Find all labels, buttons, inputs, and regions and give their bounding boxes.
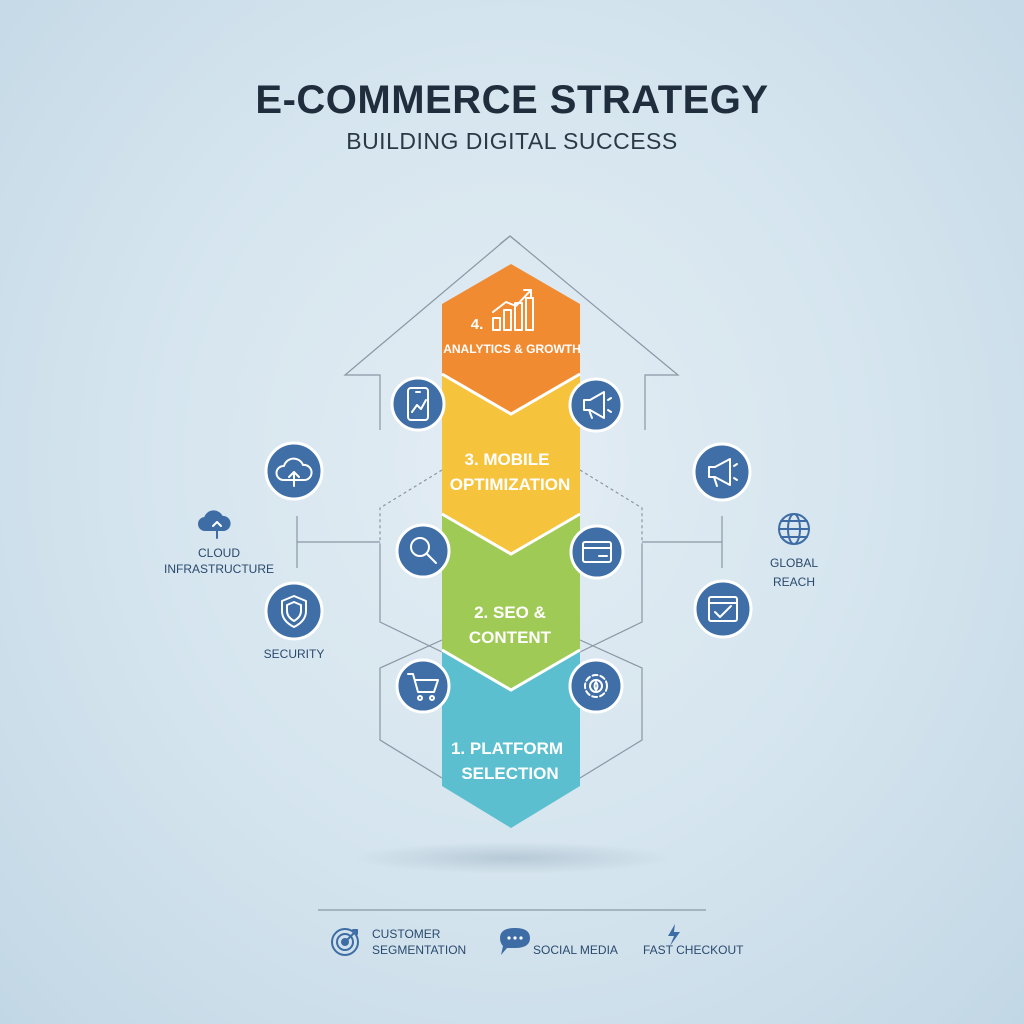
frame-middle-right <box>579 545 643 653</box>
megaphone-marketing-icon <box>692 442 752 502</box>
checklist-window-icon <box>693 579 753 639</box>
page-title: E-COMMERCE STRATEGY <box>255 78 769 122</box>
cloud-label-line2: INFRASTRUCTURE <box>164 562 274 576</box>
stage-2-line2: CONTENT <box>469 628 552 647</box>
global-reach-line1: GLOBAL <box>770 556 818 570</box>
credit-card-icon <box>569 524 625 580</box>
cloud-infrastructure-small-icon <box>198 510 231 539</box>
global-reach-line2: REACH <box>773 575 815 589</box>
stage-1-line2: SELECTION <box>461 764 558 783</box>
frame-middle-left <box>379 545 443 653</box>
frame-upper-dotted-right <box>579 469 643 545</box>
globe-icon <box>778 513 810 545</box>
mobile-analytics-icon <box>390 376 446 432</box>
frame-lower-right <box>579 639 643 779</box>
frame-lower-left <box>379 639 443 779</box>
footer-customer-line2: SEGMENTATION <box>372 943 466 957</box>
footer-social-media: SOCIAL MEDIA <box>533 943 618 957</box>
footer-fast-checkout: FAST CHECKOUT <box>643 943 744 957</box>
chevron-separator <box>441 648 581 692</box>
stage-3-line1: 3. MOBILE <box>464 450 549 469</box>
target-icon <box>331 928 359 956</box>
chevron-separator <box>441 512 581 556</box>
stage-1-platform-selection <box>442 650 580 828</box>
frame-upper-dotted <box>379 469 443 545</box>
shopping-cart-icon <box>395 658 451 714</box>
growth-arrow-tip <box>499 235 521 245</box>
footer-customer-line1: CUSTOMER <box>372 927 441 941</box>
gear-settings-icon <box>568 658 624 714</box>
chevron-separator <box>441 372 581 416</box>
magnifier-search-icon <box>395 523 451 579</box>
page-subtitle: BUILDING DIGITAL SUCCESS <box>346 128 678 154</box>
stage-3-line2: OPTIMIZATION <box>450 475 571 494</box>
stage-4-line1: 4. <box>471 316 484 333</box>
cloud-label-line1: CLOUD <box>198 546 240 560</box>
security-label: SECURITY <box>264 647 325 661</box>
stage-4-line2: ANALYTICS & GROWTH <box>443 342 581 356</box>
stage-3-mobile-optimization <box>442 374 580 554</box>
stage-2-seo-content <box>442 514 580 690</box>
megaphone-icon <box>568 377 624 433</box>
chat-bubble-icon <box>500 928 530 955</box>
stage-1-line1: 1. PLATFORM <box>451 739 563 758</box>
stage-4-analytics-growth <box>442 264 580 414</box>
stage-2-line1: 2. SEO & <box>474 603 546 622</box>
bar-chart-growth-icon <box>492 289 534 331</box>
cloud-upload-icon <box>264 441 324 501</box>
ground-shadow <box>352 842 672 874</box>
shield-security-icon <box>264 581 324 641</box>
lightning-icon <box>668 924 680 946</box>
